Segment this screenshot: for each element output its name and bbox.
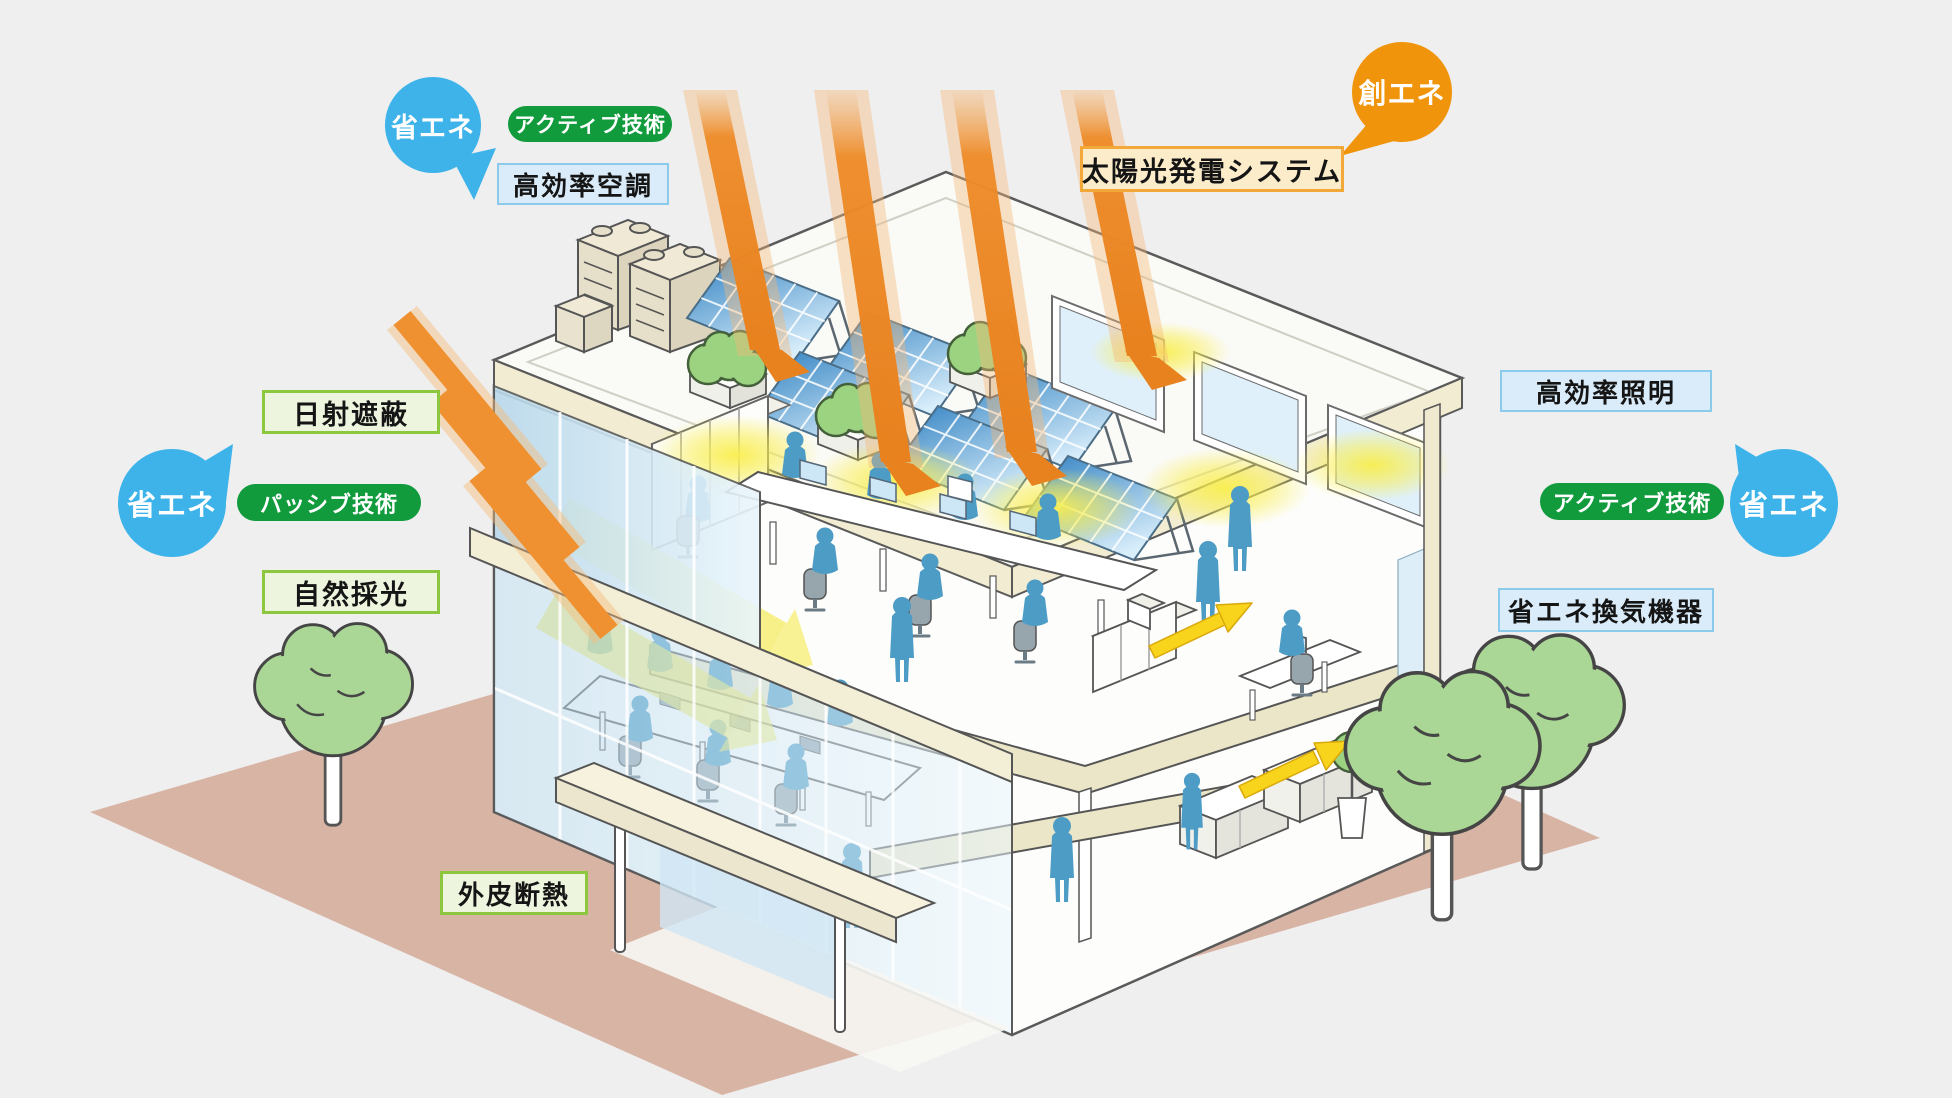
label-text: 外皮断熱 [457, 879, 570, 910]
airflow-arrow [1148, 602, 1253, 659]
label-text: 省エネ換気機器 [1507, 596, 1704, 627]
label-high-efficiency-hvac: 高効率空調 [497, 163, 669, 205]
bubble-energy-creation: 創エネ [1352, 42, 1452, 142]
sun-rays-facade [387, 306, 624, 644]
label-high-efficiency-lighting: 高効率照明 [1500, 370, 1712, 412]
pill-active-technology-top: アクティブ技術 [508, 106, 672, 142]
label-text: 日射遮蔽 [293, 399, 409, 430]
label-text: 高効率空調 [512, 170, 653, 201]
label-text: 高効率照明 [1535, 377, 1676, 408]
label-text: 自然採光 [293, 579, 409, 610]
hvac-units [553, 218, 723, 354]
office-desk [723, 470, 1159, 641]
pill-label: アクティブ技術 [1552, 490, 1712, 516]
pill-label: アクティブ技術 [514, 114, 666, 137]
desk-monitors [799, 459, 1037, 537]
canopy-edge [555, 776, 897, 944]
bubble-energy-saving-left: 省エネ [118, 449, 226, 557]
bubble-label: 省エネ [391, 112, 475, 143]
label-solar-power-system: 太陽光発電システム [1080, 146, 1344, 192]
pill-label: パッシブ技術 [259, 491, 398, 517]
bubble-label: 省エネ [1738, 490, 1829, 522]
label-text: 太陽光発電システム [1081, 156, 1343, 187]
sun-shading-eave [469, 526, 1013, 784]
bubble-label: 創エネ [1358, 78, 1446, 109]
pill-active-technology-right: アクティブ技術 [1540, 483, 1724, 520]
bubble-energy-saving-top: 省エネ [385, 77, 481, 173]
bubble-energy-saving-right: 省エネ [1730, 449, 1838, 557]
airflow-arrow [1238, 740, 1351, 799]
label-envelope-insulation: 外皮断熱 [440, 871, 588, 915]
pill-passive-technology: パッシブ技術 [237, 484, 421, 521]
label-energy-saving-ventilation: 省エネ換気機器 [1498, 588, 1714, 632]
entrance [553, 761, 1010, 1072]
bubble-label: 省エネ [126, 490, 217, 522]
label-solar-shading: 日射遮蔽 [262, 390, 440, 434]
canopy-post [614, 811, 626, 953]
sun-ray-foot [750, 342, 1187, 496]
label-daylighting: 自然採光 [262, 570, 440, 614]
